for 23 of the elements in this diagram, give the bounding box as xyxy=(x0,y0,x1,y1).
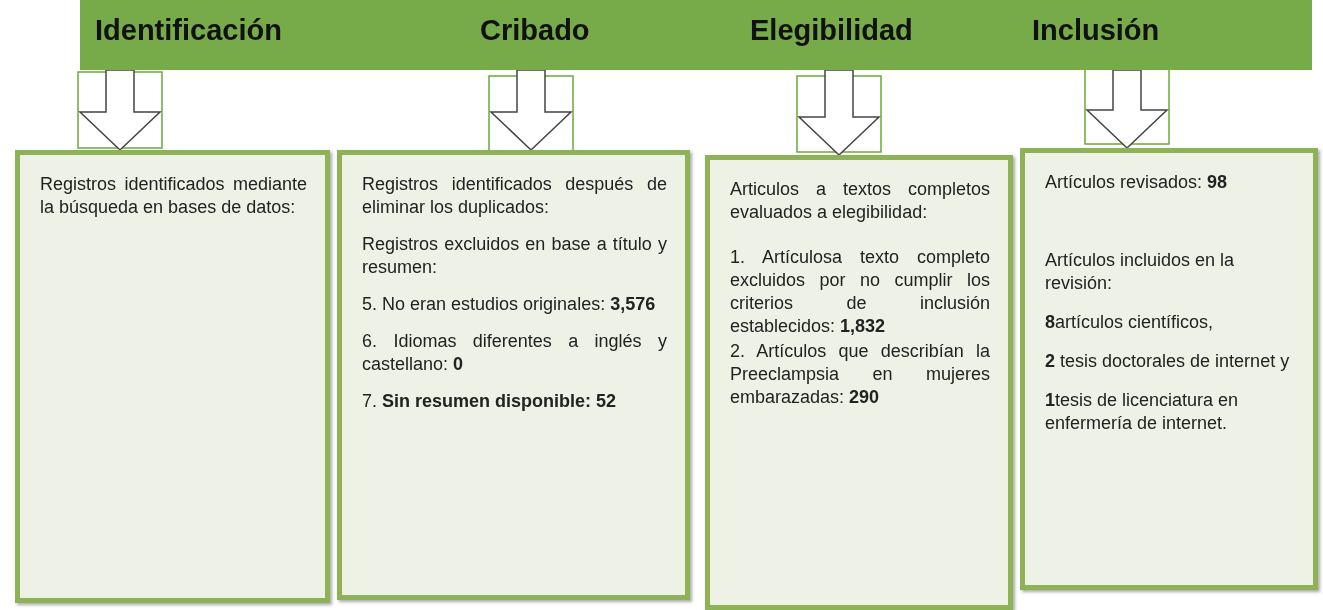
stage-text: Registros identificados después de eliminar los duplicados: xyxy=(362,173,667,219)
stage-box xyxy=(15,150,330,603)
stage-text: Registros excluidos en base a título y resumen: xyxy=(362,233,667,279)
stage-text: Artículos incluidos en la revisión: xyxy=(1045,249,1236,295)
stage-title: Cribado xyxy=(480,14,590,47)
stage-box xyxy=(1020,148,1318,590)
stage-text: 1tesis de licenciatura en enfermería de internet. xyxy=(1045,389,1240,435)
stage-text: 8artículos científicos, xyxy=(1045,311,1215,334)
stage-text: Articulos a textos completos evaluados a elegibilidad: xyxy=(730,178,990,224)
stage-title: Identificación xyxy=(95,14,282,47)
stage-text: Registros identificados mediante la búsqueda en bases de datos: xyxy=(40,173,307,219)
stage-text: Artículos revisados: 98 xyxy=(1045,171,1229,194)
stage-text: 7. Sin resumen disponible: 52 xyxy=(362,390,618,413)
stage-text: 1. Artículosa texto completo excluidos por no cumplir los criterios de inclusión establecidos: 1,832 xyxy=(730,246,990,338)
stage-box xyxy=(705,155,1013,610)
stage-title: Inclusión xyxy=(1032,14,1160,47)
stage-text: 5. No eran estudios originales: 3,576 xyxy=(362,293,657,316)
header-band xyxy=(80,0,1312,70)
stage-text: 6. Idiomas diferentes a inglés y castellano: 0 xyxy=(362,330,667,376)
stage-text: 2 tesis doctorales de internet y xyxy=(1045,350,1291,373)
stage-title: Elegibilidad xyxy=(750,14,913,47)
stage-text: 2. Artículos que describían la Preeclampsia en mujeres embarazadas: 290 xyxy=(730,340,990,409)
stage-box xyxy=(337,150,690,600)
